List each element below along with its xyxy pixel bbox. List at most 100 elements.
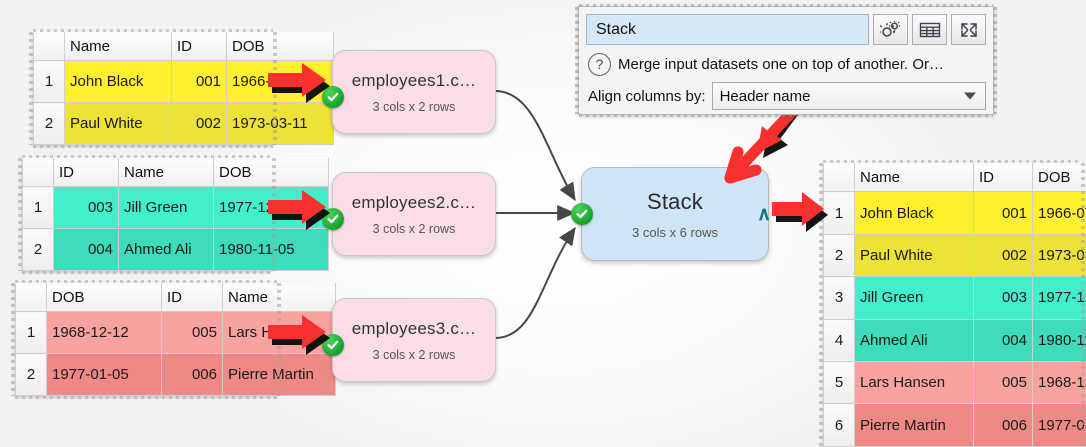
torn-edge-bottom [579, 114, 993, 117]
table-row: 1 John Black 001 1966-07-01 [823, 191, 1086, 235]
table-header-row: ID Name DOB [22, 158, 329, 187]
question-mark-icon[interactable]: ? [588, 52, 611, 76]
row-number[interactable]: 3 [823, 276, 855, 320]
torn-edge-bottom [22, 271, 272, 274]
cell[interactable]: 006 [161, 353, 223, 396]
table-row: 6 Pierre Martin 006 1977-01-05 [823, 403, 1086, 447]
row-number[interactable]: 4 [823, 318, 855, 363]
status-ok-icon [322, 86, 344, 108]
cell[interactable]: 1966-07-01 [1032, 191, 1086, 235]
cell[interactable]: 1977-12-30 [1032, 276, 1086, 320]
cell[interactable]: 1973-03-11 [1032, 233, 1086, 278]
cell[interactable]: 002 [973, 233, 1033, 278]
table-row: 4 Ahmed Ali 004 1980-11-05 [823, 318, 1086, 363]
cell[interactable]: Jill Green [854, 276, 974, 320]
node-subtitle: 3 cols x 2 rows [372, 347, 456, 362]
cell[interactable]: Paul White [854, 233, 974, 278]
input-table-employees1[interactable]: Name ID DOB 1 John Black 001 1966-07-01 … [29, 29, 334, 148]
torn-edge-top [579, 4, 993, 7]
row-number[interactable]: 5 [823, 361, 855, 405]
arrow-to-employees3 [268, 315, 344, 361]
row-number[interactable]: 1 [22, 186, 54, 229]
cell[interactable]: Jill Green [118, 186, 214, 229]
torn-edge-top [22, 155, 272, 158]
table-header-row: Name ID DOB [33, 32, 334, 61]
cell[interactable]: 1977-01-05 [1032, 403, 1086, 447]
status-ok-icon [571, 203, 593, 225]
cell[interactable]: 003 [53, 186, 119, 229]
arrow-to-employees2 [268, 190, 344, 236]
table-grid-icon[interactable] [912, 14, 947, 45]
align-columns-select[interactable]: Header name [711, 82, 986, 110]
cell[interactable]: John Black [854, 191, 974, 235]
cell[interactable]: 006 [973, 403, 1033, 447]
output-connector-marker[interactable]: ∧ [757, 204, 771, 225]
cell[interactable]: 005 [161, 311, 223, 354]
flow-node-employees3[interactable]: employees3.c… 3 cols x 2 rows [322, 298, 496, 382]
panel-title-row: Stack [586, 14, 986, 45]
col-header[interactable]: Name [118, 158, 214, 187]
node-title: employees2.c… [351, 192, 477, 212]
cell[interactable]: Ahmed Ali [118, 228, 214, 271]
cell[interactable]: Lars Hansen [854, 361, 974, 405]
col-header[interactable]: Name [854, 162, 974, 193]
col-header[interactable]: DOB [1032, 162, 1086, 193]
node-title: Stack [646, 188, 704, 214]
cell[interactable]: 1977-01-05 [46, 353, 162, 396]
col-header[interactable]: ID [171, 32, 227, 61]
table-row: 2 Paul White 002 1973-03-11 [823, 233, 1086, 278]
arrow-to-employees1 [268, 63, 344, 109]
table-header-row: DOB ID Name [15, 283, 336, 312]
cell[interactable]: 1980-11-05 [213, 228, 329, 271]
cell[interactable]: Paul White [64, 102, 172, 145]
cell[interactable]: Ahmed Ali [854, 318, 974, 363]
flow-node-stack[interactable]: Stack 3 cols x 6 rows ∧ [571, 167, 771, 261]
cell[interactable]: 001 [973, 191, 1033, 235]
col-header[interactable]: ID [973, 162, 1033, 193]
row-number[interactable]: 6 [823, 403, 855, 447]
input-table-employees3[interactable]: DOB ID Name 1 1968-12-12 005 Lars Hansen… [11, 280, 336, 399]
cell[interactable]: 1973-03-11 [226, 102, 334, 145]
row-number[interactable]: 2 [15, 353, 47, 396]
col-header[interactable]: DOB [226, 32, 334, 61]
cell[interactable]: 003 [973, 276, 1033, 320]
col-header[interactable]: Name [222, 283, 336, 312]
cell[interactable]: 002 [171, 102, 227, 145]
col-header[interactable]: DOB [46, 283, 162, 312]
flow-node-employees2[interactable]: employees2.c… 3 cols x 2 rows [322, 172, 496, 256]
arrow-to-stack-node [708, 100, 808, 194]
table-row: 2 004 Ahmed Ali 1980-11-05 [22, 228, 329, 271]
col-header[interactable]: ID [53, 158, 119, 187]
properties-panel[interactable]: Stack [575, 4, 997, 117]
cell[interactable]: Pierre Martin [854, 403, 974, 447]
chevron-down-icon[interactable] [964, 92, 976, 100]
row-number[interactable]: 2 [22, 228, 54, 271]
grid-employees2: ID Name DOB 1 003 Jill Green 1977-12-30 … [22, 158, 329, 271]
row-number[interactable]: 2 [33, 102, 65, 145]
col-header[interactable]: DOB [213, 158, 329, 187]
cell[interactable]: 004 [973, 318, 1033, 363]
input-table-employees2[interactable]: ID Name DOB 1 003 Jill Green 1977-12-30 … [18, 155, 329, 274]
cell[interactable]: 001 [171, 60, 227, 103]
cell[interactable]: 1968-12-12 [1032, 361, 1086, 405]
row-number[interactable]: 1 [33, 60, 65, 103]
cell[interactable]: 1980-11-05 [1032, 318, 1086, 363]
node-subtitle: 3 cols x 6 rows [632, 224, 718, 240]
output-table-stack-result[interactable]: Name ID DOB 1 John Black 001 1966-07-01 … [819, 160, 1086, 447]
item-name-input[interactable]: Stack [586, 14, 869, 45]
cell[interactable]: 1968-12-12 [46, 311, 162, 354]
cell[interactable]: John Black [64, 60, 172, 103]
node-title: employees1.c… [351, 70, 477, 90]
row-number[interactable]: 1 [15, 311, 47, 354]
row-number[interactable]: 2 [823, 233, 855, 278]
col-header[interactable]: ID [161, 283, 223, 312]
flow-node-employees1[interactable]: employees1.c… 3 cols x 2 rows [322, 50, 496, 134]
cell[interactable]: 004 [53, 228, 119, 271]
expand-arrows-icon[interactable] [951, 14, 986, 45]
cell[interactable]: 005 [973, 361, 1033, 405]
col-header[interactable]: Name [64, 32, 172, 61]
torn-edge-bottom [33, 145, 273, 148]
settings-gears-icon[interactable] [873, 14, 908, 45]
grid-stack-result: Name ID DOB 1 John Black 001 1966-07-01 … [823, 162, 1086, 447]
